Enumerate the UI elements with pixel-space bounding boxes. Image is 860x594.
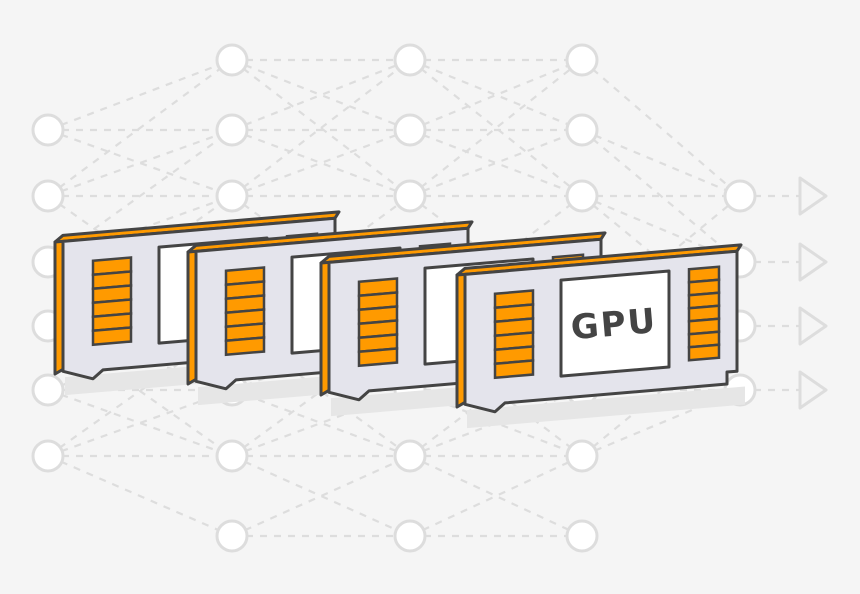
network-edge	[581, 59, 741, 197]
network-edge	[231, 58, 411, 132]
network-edge	[581, 129, 741, 263]
card-shadow	[467, 386, 745, 429]
vent-segment	[493, 359, 535, 380]
vent-segment	[224, 336, 266, 357]
network-edge	[47, 128, 233, 198]
network-node	[393, 439, 427, 473]
network-edge	[409, 59, 583, 197]
vent-segment	[357, 347, 399, 368]
network-node	[565, 113, 599, 147]
network-edge	[409, 128, 583, 198]
network-edge	[409, 455, 583, 537]
gpu-cards: GPU	[53, 210, 745, 429]
output-arrow-icon	[798, 242, 828, 282]
network-edge	[47, 58, 233, 132]
network-node	[393, 179, 427, 213]
network-edge	[47, 454, 233, 538]
network-node	[565, 519, 599, 553]
vent-segment	[687, 343, 721, 362]
network-node	[565, 43, 599, 77]
network-edge	[231, 59, 411, 197]
vent-segment	[91, 326, 133, 347]
network-node	[215, 179, 249, 213]
network-node	[393, 113, 427, 147]
network-edge	[231, 325, 411, 457]
network-node	[215, 519, 249, 553]
network-edge	[47, 59, 233, 197]
network-edge	[47, 388, 233, 458]
output-arrow-icon	[798, 370, 828, 410]
output-arrows	[740, 176, 828, 410]
network-edge	[231, 128, 411, 198]
network-node	[215, 113, 249, 147]
network-edge	[581, 128, 741, 198]
network-edge	[231, 195, 411, 327]
gpu-card: GPU	[455, 243, 745, 429]
network-edge	[231, 454, 411, 538]
network-node	[393, 43, 427, 77]
output-arrow-icon	[798, 306, 828, 346]
network-edge	[409, 128, 583, 198]
network-node	[393, 519, 427, 553]
network-node	[215, 43, 249, 77]
network-edge	[409, 455, 583, 537]
network-edge	[47, 388, 233, 458]
network-node	[31, 179, 65, 213]
network-edge	[409, 58, 583, 132]
output-arrow-icon	[798, 176, 828, 216]
network-node	[31, 439, 65, 473]
network-edge	[47, 129, 233, 263]
gpu-label: GPU	[569, 301, 659, 348]
network-node	[565, 179, 599, 213]
network-node	[31, 113, 65, 147]
network-node	[723, 179, 757, 213]
network-edge	[231, 388, 411, 458]
network-edge	[409, 59, 583, 197]
network-edge	[409, 388, 583, 458]
network-node	[565, 439, 599, 473]
network-edge	[231, 128, 411, 198]
network-edge	[231, 454, 411, 538]
network-edge	[409, 58, 583, 132]
network-node	[215, 439, 249, 473]
chip-window	[559, 269, 671, 378]
network-edge	[231, 58, 411, 132]
network-edge	[47, 128, 233, 198]
network-node	[31, 373, 65, 407]
